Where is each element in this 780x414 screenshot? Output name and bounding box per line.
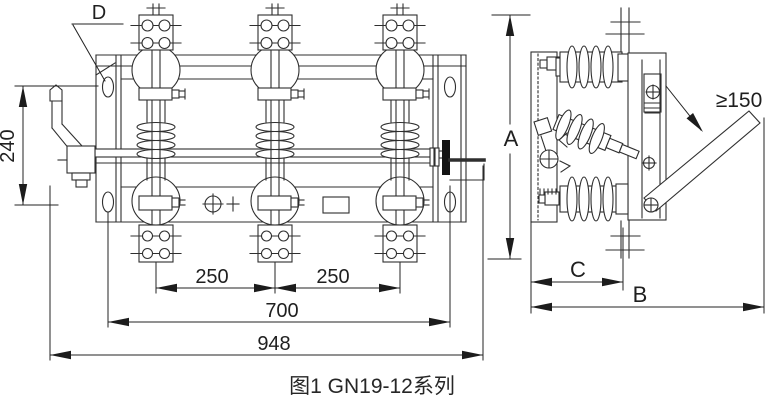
dim-948-label: 948 [257,333,290,355]
dim-250-left-label: 250 [195,266,228,288]
mount-hole-bottom-left [101,191,115,213]
dim-700-label: 700 [265,300,298,322]
dim-B: B [530,117,765,314]
leader-min-clearance: ≥150 [665,85,763,136]
dim-d-label: D [92,2,106,24]
chevron-mark [558,132,568,148]
dim-c-label: C [570,257,586,282]
side-view [530,7,761,259]
side-bracket [533,116,572,173]
corner-brace [95,62,116,76]
dim-700: 700 [107,185,451,328]
front-view [49,3,486,263]
side-insulator-middle [552,109,657,171]
figure-caption: 图1 GN19-12系列 [289,375,455,398]
dim-240: 240 [0,85,99,206]
shaft-flange [429,147,435,167]
drive-crank [49,84,96,188]
side-insulator-top [555,45,631,89]
label-D: D [71,2,124,82]
base-marks [202,193,350,215]
shaft-flange [434,147,440,167]
dimensions: 240 D A 250 [0,2,765,361]
dim-250-right: 250 [274,266,401,293]
side-insulator-bottom [559,176,629,222]
min-clearance-label: ≥150 [716,89,763,112]
dim-b-label: B [633,282,648,307]
dim-250-right-label: 250 [316,266,349,288]
mount-hole-top-left [101,76,115,98]
mount-hole-top-right [443,76,457,98]
dim-C: C [530,221,624,314]
dim-250-left: 250 [155,266,276,293]
dim-A: A [487,14,531,260]
chevron-mark [559,160,572,173]
dim-a-label: A [504,126,519,151]
side-bottom-post [605,197,659,259]
dim-948: 948 [49,165,484,361]
nameplate [322,196,350,214]
shaft-crossbar [442,140,450,175]
dim-240-label: 240 [0,129,19,162]
side-top-post [605,7,645,53]
